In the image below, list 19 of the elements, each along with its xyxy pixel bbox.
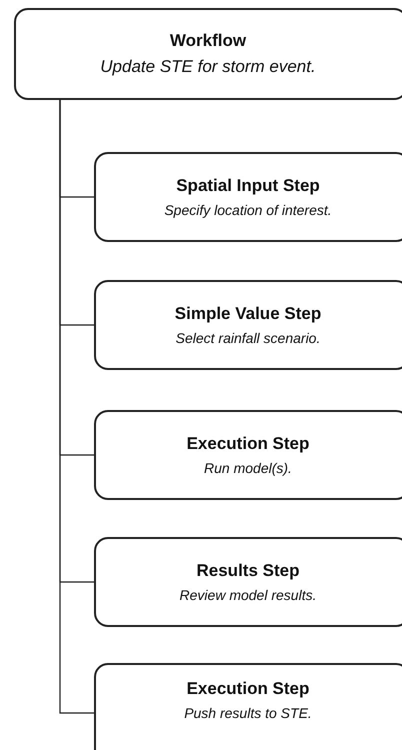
box-title: Execution Step [186,679,310,699]
box-description: Push results to STE. [184,705,312,721]
connector-line [59,100,94,714]
box-title: Workflow [170,31,246,51]
step-box [94,537,402,627]
step-box [14,8,402,100]
box-description: Specify location of interest. [164,202,332,218]
box-title: Results Step [196,561,300,581]
step-box [94,152,402,242]
step-box [94,410,402,500]
box-description: Review model results. [180,587,316,603]
box-title: Execution Step [186,434,310,454]
box-title: Simple Value Step [174,304,322,324]
box-description: Run model(s). [204,460,292,476]
box-title: Spatial Input Step [176,176,320,196]
step-box [94,663,402,750]
step-box [94,280,402,370]
box-description: Update STE for storm event. [100,57,316,77]
box-description: Select rainfall scenario. [176,330,320,346]
